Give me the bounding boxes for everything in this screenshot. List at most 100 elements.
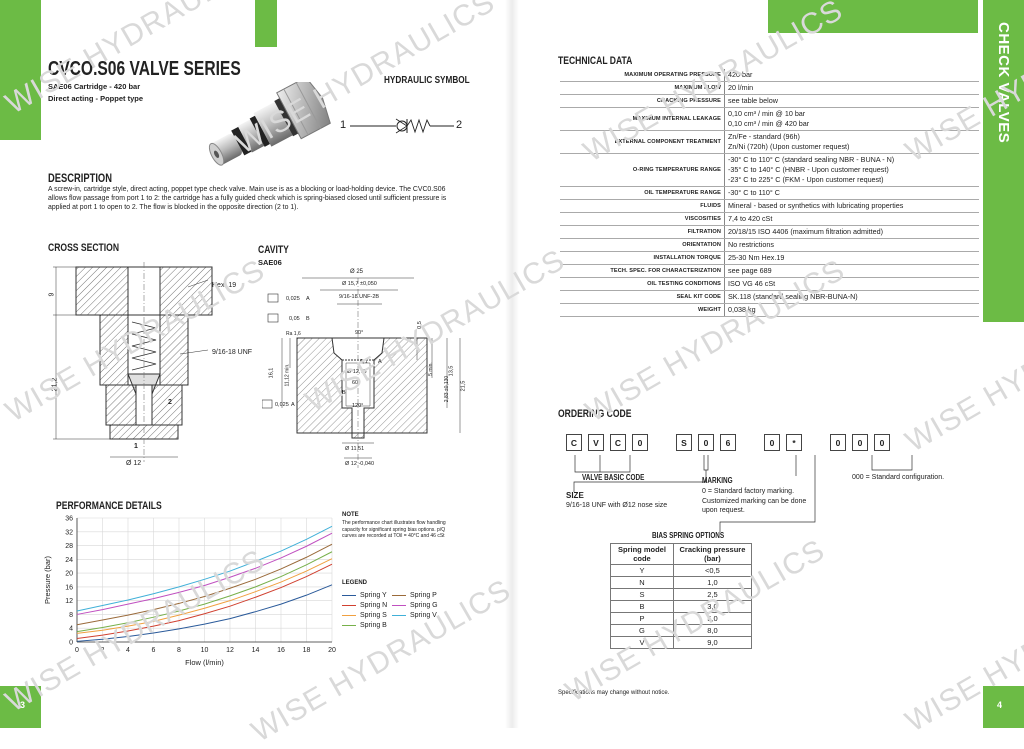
footer-note: Specifications may change without notice… — [558, 690, 670, 696]
tech-row: Maximum internal leakage0,10 cm³ / min @… — [560, 107, 979, 131]
tech-row: Installation torque25-30 Nm Hex.19 — [560, 251, 979, 265]
series-line-spring-p — [76, 543, 333, 626]
tech-key: Fluids — [560, 199, 725, 213]
marking-title: MARKING — [702, 476, 733, 485]
cartridge-product-image — [208, 82, 331, 166]
x-tick-label: 4 — [126, 647, 130, 654]
cavity-ra: Ra 1,6 — [286, 331, 301, 337]
y-tick-label: 20 — [65, 571, 73, 578]
tech-value: 25-30 Nm Hex.19 — [724, 251, 979, 265]
series-line-spring-n — [76, 563, 333, 640]
cavity-tol2: 0,05 — [289, 316, 300, 322]
page-gutter — [505, 0, 519, 728]
symbol-port-1: 1 — [340, 119, 347, 131]
subtitle-type: Direct acting - Poppet type — [48, 94, 144, 103]
cavity-v215: 21,5 — [460, 380, 467, 392]
legend-item: Spring Y — [342, 592, 387, 599]
tech-key: Viscosities — [560, 212, 725, 226]
side-tab-label: CHECK VALVES — [995, 22, 1012, 144]
bias-cell: N — [610, 576, 674, 589]
check-valve-symbol — [350, 118, 454, 134]
cavity-v161: 16,1 — [268, 367, 275, 379]
cross-port-1: 1 — [134, 443, 138, 450]
series-line-spring-v — [76, 525, 333, 612]
tech-row: Filtration20/18/15 ISO 4406 (maximum fil… — [560, 225, 979, 239]
cavity-d157: Ø 15,7 ±0,050 — [342, 281, 377, 287]
page-title: CVCO.S06 VALVE SERIES — [48, 58, 241, 80]
legend-swatch — [392, 614, 406, 616]
bias-cell: Y — [610, 564, 674, 577]
legend-label: Spring N — [360, 602, 388, 609]
tech-value: 20/18/15 ISO 4406 (maximum filtration ad… — [724, 225, 979, 239]
legend-swatch — [392, 604, 406, 606]
valve-basic-code-label: VALVE BASIC CODE — [582, 473, 645, 482]
tech-row: Seal kit codeSK.118 (standard sealing NB… — [560, 290, 979, 304]
cavity-tol3-ref: A — [291, 402, 295, 408]
tech-value: 7,4 to 420 cSt — [724, 212, 979, 226]
legend-label: Spring S — [360, 612, 387, 619]
cavity-refA: A — [378, 359, 382, 365]
series-line-spring-s — [76, 558, 333, 634]
y-tick-label: 12 — [65, 598, 73, 605]
cavity-d1275: Ø 12,75 — [347, 369, 367, 375]
tech-value-line: 0,10 cm³ / min @ 10 bar — [728, 109, 806, 118]
left-footer-block — [0, 686, 41, 728]
hydraulic-symbol-title: HYDRAULIC SYMBOL — [384, 75, 470, 86]
code-box: 0 — [698, 434, 714, 451]
left-corner-block — [0, 0, 41, 140]
code-box: C — [566, 434, 582, 451]
tech-key: Filtration — [560, 225, 725, 239]
x-tick-label: 8 — [177, 647, 181, 654]
cross-thread-label: 9/16-18 UNF — [212, 349, 253, 356]
legend-swatch — [392, 594, 406, 596]
y-tick-label: 28 — [65, 543, 73, 550]
code-box: * — [786, 434, 802, 451]
x-tick-label: 16 — [277, 647, 285, 654]
tech-row: OrientationNo restrictions — [560, 238, 979, 252]
performance-title: PERFORMANCE DETAILS — [56, 500, 162, 512]
legend-swatch — [342, 614, 356, 616]
x-tick-label: 14 — [252, 647, 260, 654]
marking-text: 0 = Standard factory marking. Customized… — [702, 488, 807, 514]
tech-row: Weight0,038 kg — [560, 303, 979, 317]
bias-header: Spring model code — [610, 543, 674, 565]
tech-key: Seal kit code — [560, 290, 725, 304]
bias-cell: 1,0 — [672, 576, 753, 589]
tech-key: Maximum flow — [560, 81, 725, 95]
tech-value: SK.118 (standard sealing NBR-BUNA-N) — [724, 290, 979, 304]
cavity-title: CAVITY — [258, 244, 289, 256]
tech-key: External component treatment — [560, 130, 725, 154]
bias-cell: <0,5 — [672, 564, 753, 577]
cavity-subtitle: SAE06 — [258, 258, 282, 267]
y-tick-label: 16 — [65, 584, 73, 591]
bias-cell: 2,5 — [672, 588, 753, 601]
tech-value-line: No restrictions — [728, 240, 774, 249]
bias-cell: 3,0 — [672, 600, 753, 613]
tech-value: see page 689 — [724, 264, 979, 278]
bias-cell: B — [610, 600, 674, 613]
tech-value: 0,038 kg — [724, 303, 979, 317]
tech-value: ISO VG 46 cSt — [724, 277, 979, 291]
cavity-v283: 2,83 ±0,130 — [444, 375, 451, 403]
y-tick-label: 4 — [69, 626, 73, 633]
legend-item: Spring P — [392, 592, 437, 599]
code-box: V — [588, 434, 604, 451]
right-top-block — [768, 0, 978, 33]
cross-dim-9: 9 — [48, 292, 56, 297]
size-title: SIZE — [566, 491, 584, 500]
note-text: The performance chart illustrates flow h… — [342, 520, 446, 539]
left-page-number: 3 — [20, 700, 26, 710]
legend-swatch — [342, 594, 356, 596]
tech-value-line: -30° C to 110° C (standard sealing NBR -… — [728, 155, 895, 164]
tech-key: Weight — [560, 303, 725, 317]
code-box: 0 — [830, 434, 846, 451]
legend-label: Spring Y — [360, 592, 387, 599]
tech-row: Oil testing conditionsISO VG 46 cSt — [560, 277, 979, 291]
legend-item: Spring S — [342, 612, 387, 619]
tech-row: O-ring temperature range-30° C to 110° C… — [560, 153, 979, 187]
